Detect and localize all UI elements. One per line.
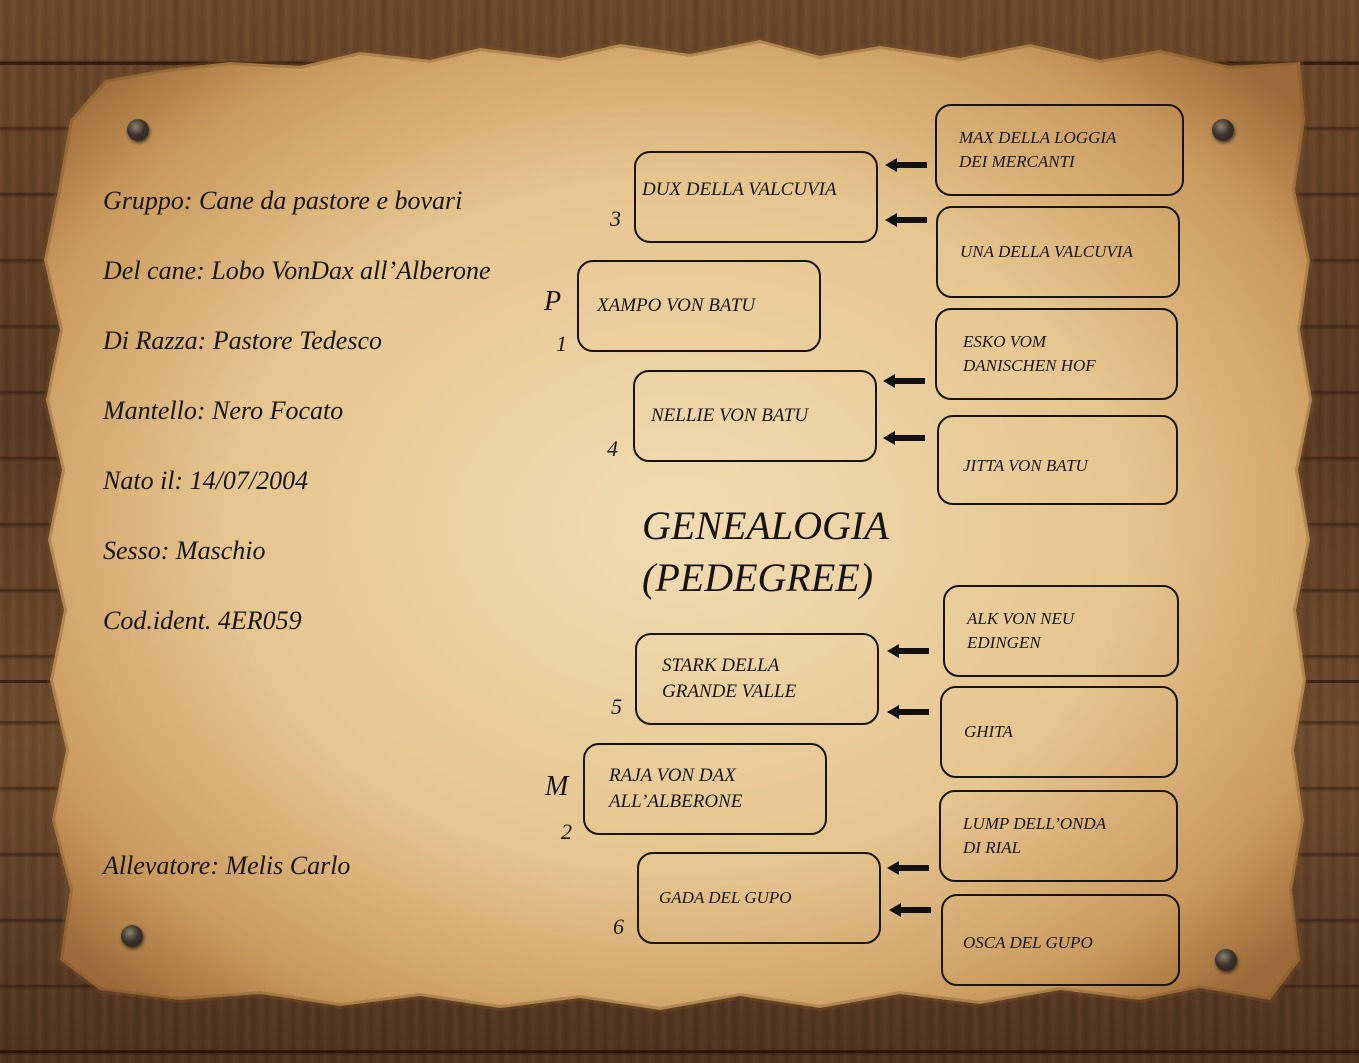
grandparent-box-4: NELLIE VON BATU [633, 370, 877, 462]
ancestor-box-6: GHITA [940, 686, 1178, 778]
title-line: GENEALOGIA [642, 503, 889, 548]
arrow-left-icon [885, 213, 927, 227]
arrow-left-icon [887, 861, 929, 875]
arrow-left-icon [883, 374, 925, 388]
label-madre: M [545, 771, 569, 802]
parent-box-padre: XAMPO VON BATU [577, 260, 821, 352]
dog-name: DUX DELLA VALCUVIA [642, 179, 837, 200]
grandparent-box-3: DUX DELLA VALCUVIA [634, 151, 878, 243]
dog-name: LUMP DELL’ONDA [963, 814, 1107, 833]
dog-name: XAMPO VON BATU [597, 295, 756, 316]
pin-icon [1212, 119, 1234, 141]
dog-name: DI RIAL [963, 838, 1022, 857]
dog-name: DEI MERCANTI [959, 152, 1075, 171]
dog-name: NELLIE VON BATU [651, 405, 809, 426]
dog-name: DANISCHEN HOF [963, 356, 1096, 375]
box-number: 4 [607, 436, 618, 461]
pin-icon [127, 119, 149, 141]
dog-name: ALK VON NEU [967, 609, 1075, 628]
arrow-left-icon [889, 903, 931, 917]
page-title: GENEALOGIA (PEDEGREE) [642, 500, 889, 604]
field-razza: Di Razza: Pastore Tedesco [103, 326, 383, 355]
dog-name: JITTA VON BATU [963, 456, 1088, 475]
field-cane: Del cane: Lobo VonDax all’Alberone [103, 256, 491, 285]
field-sesso: Sesso: Maschio [103, 536, 266, 565]
ancestor-box-2: UNA DELLA VALCUVIA [936, 206, 1180, 298]
box-number: 1 [556, 331, 567, 356]
dog-name: STARK DELLA [662, 655, 780, 676]
label-padre: P [544, 286, 562, 317]
field-allevatore: Allevatore: Melis Carlo [103, 851, 351, 880]
dog-name: ALL’ALBERONE [609, 791, 743, 812]
ancestor-box-8: OSCA DEL GUPO [941, 894, 1180, 986]
arrow-left-icon [883, 431, 925, 445]
field-nato: Nato il: 14/07/2004 [103, 466, 309, 495]
grandparent-box-6: GADA DEL GUPO [637, 852, 881, 944]
ancestor-box-7: LUMP DELL’ONDA DI RIAL [939, 790, 1178, 882]
title-line: (PEDEGREE) [642, 555, 874, 600]
arrow-left-icon [887, 644, 929, 658]
dog-name: OSCA DEL GUPO [963, 933, 1093, 952]
field-codice: Cod.ident. 4ER059 [103, 606, 302, 635]
pin-icon [1215, 949, 1237, 971]
ancestor-box-1: MAX DELLA LOGGIA DEI MERCANTI [935, 104, 1184, 196]
dog-name: GRANDE VALLE [662, 681, 797, 702]
dog-name: EDINGEN [967, 633, 1041, 652]
dog-name: ESKO VOM [963, 332, 1047, 351]
dog-name: GADA DEL GUPO [659, 888, 792, 907]
grandparent-box-5: STARK DELLA GRANDE VALLE [635, 633, 879, 725]
ancestor-box-4: JITTA VON BATU [937, 415, 1178, 505]
field-gruppo: Gruppo: Cane da pastore e bovari [103, 186, 463, 215]
dog-name: MAX DELLA LOGGIA [959, 128, 1117, 147]
box-number: 2 [561, 819, 572, 844]
box-number: 6 [613, 914, 624, 939]
box-number: 5 [611, 694, 622, 719]
field-mantello: Mantello: Nero Focato [103, 396, 344, 425]
pin-icon [121, 925, 143, 947]
ancestor-box-3: ESKO VOM DANISCHEN HOF [935, 308, 1178, 400]
arrow-left-icon [885, 158, 927, 172]
dog-name: RAJA VON DAX [609, 765, 736, 786]
wood-seam [0, 1050, 1359, 1053]
box-number: 3 [610, 206, 621, 231]
ancestor-box-5: ALK VON NEU EDINGEN [943, 585, 1179, 677]
dog-name: UNA DELLA VALCUVIA [960, 242, 1133, 261]
arrow-left-icon [887, 705, 929, 719]
dog-name: GHITA [964, 722, 1013, 741]
parent-box-madre: RAJA VON DAX ALL’ALBERONE [583, 743, 827, 835]
